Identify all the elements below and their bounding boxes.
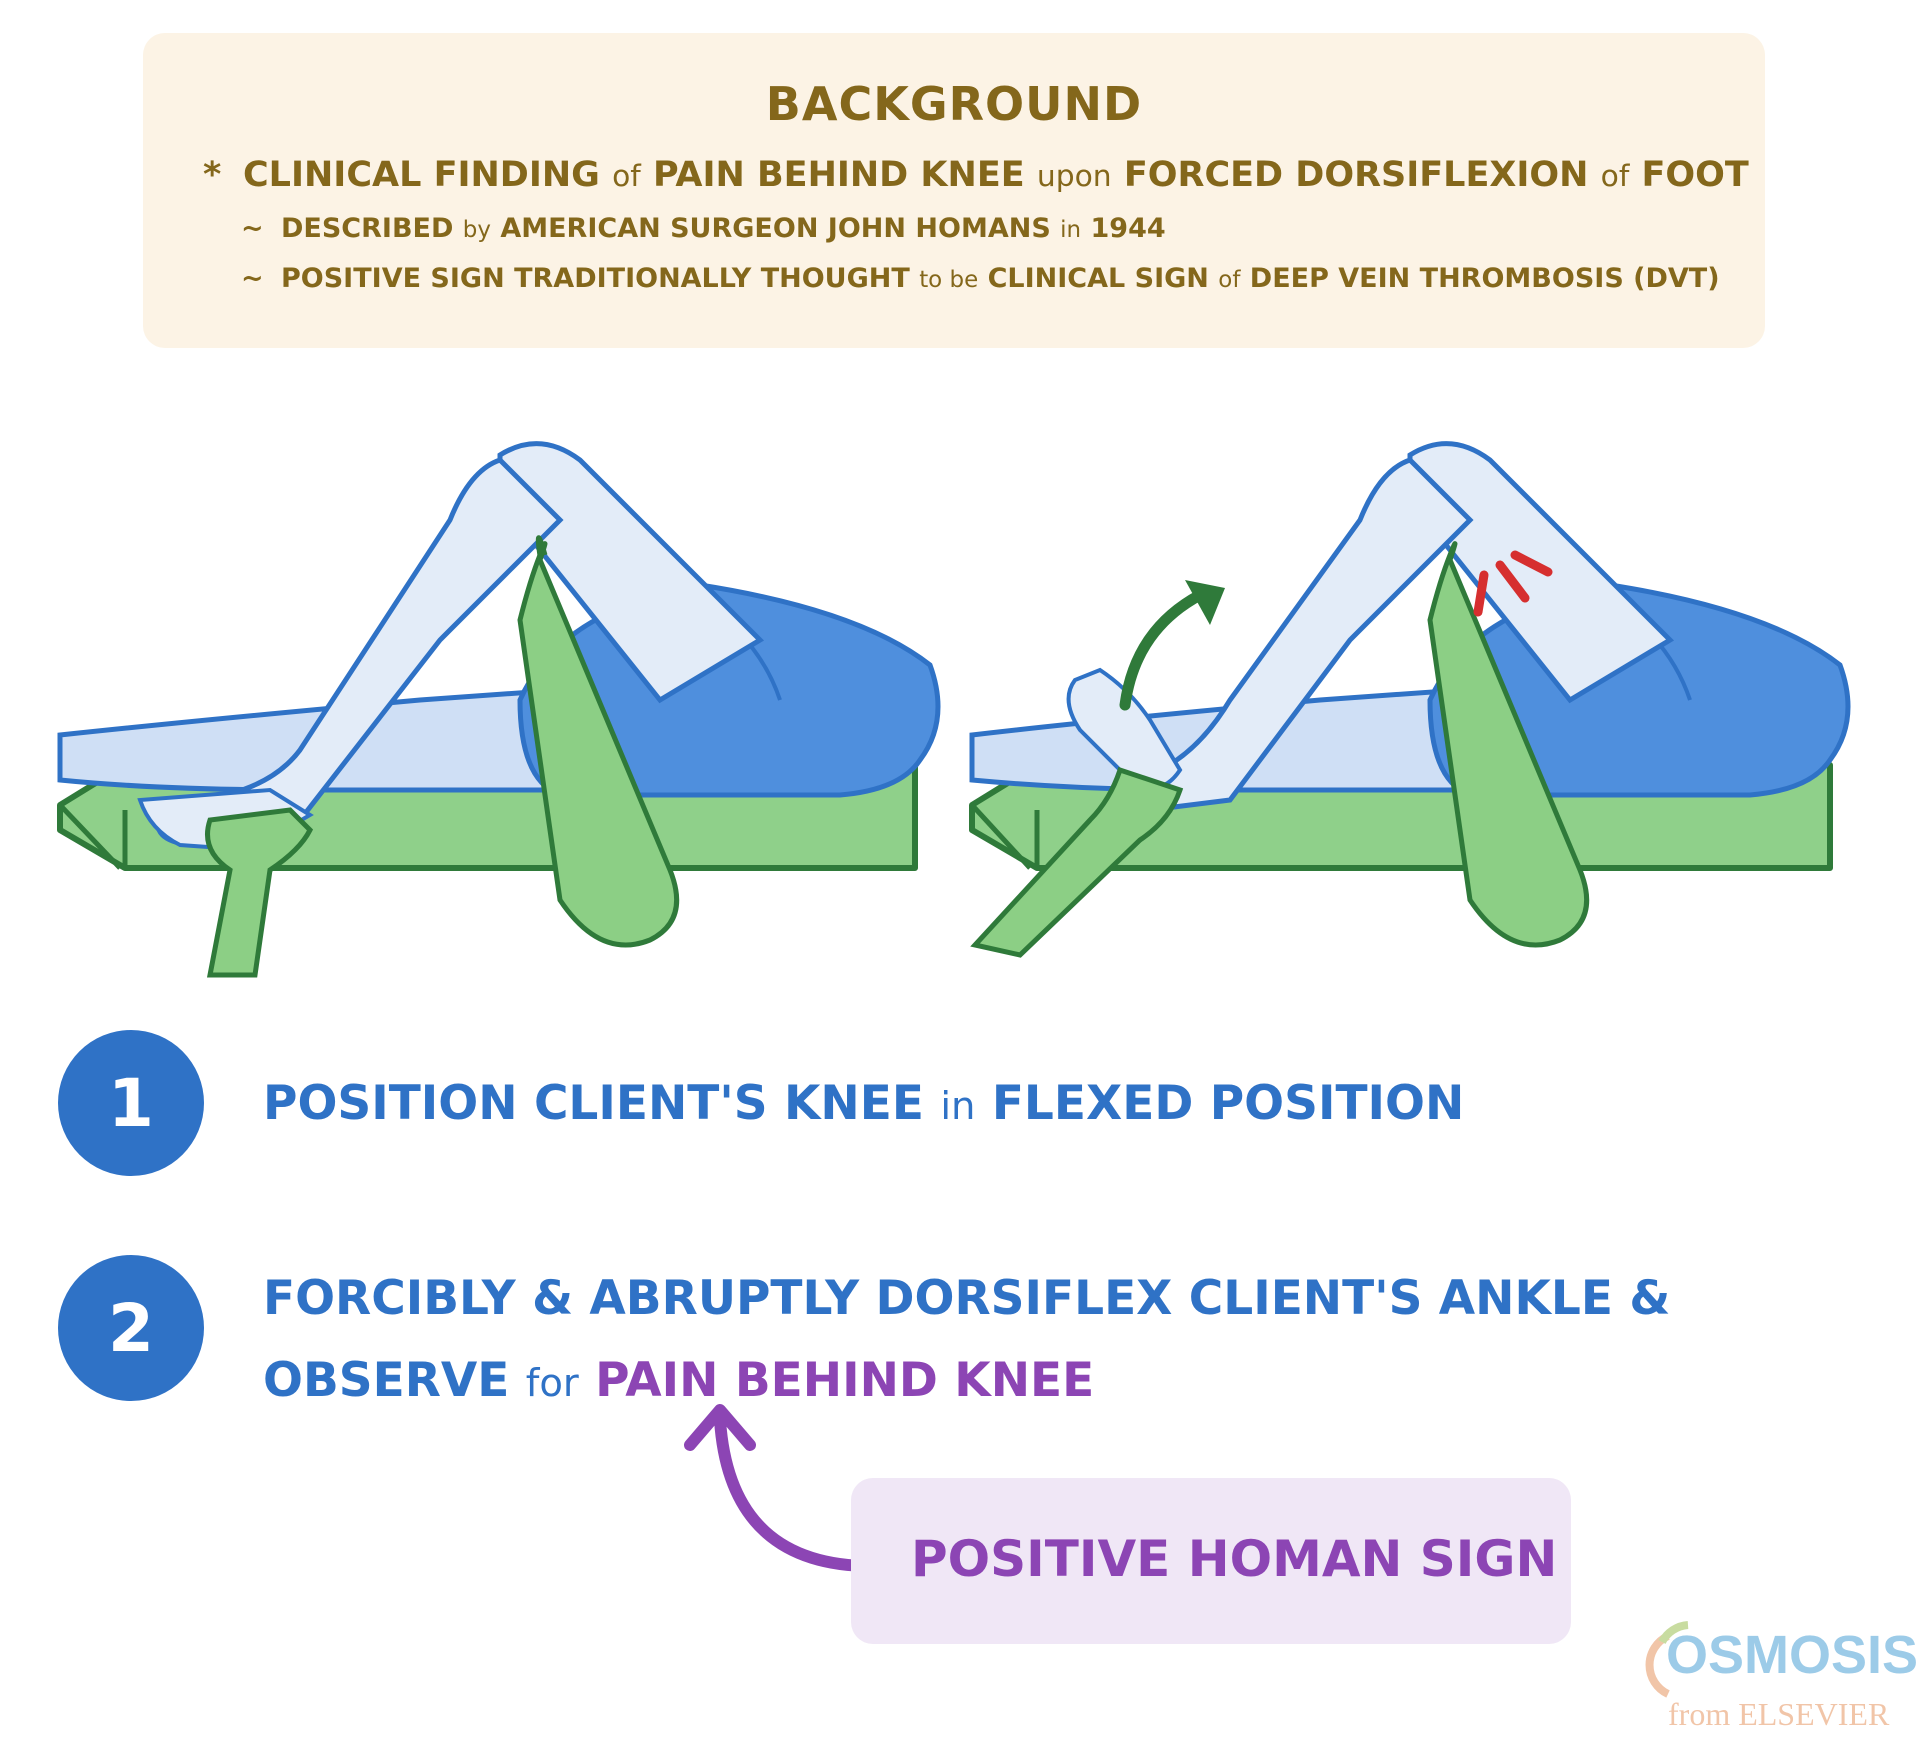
logo-name: OSMOSIS	[1666, 1625, 1919, 1685]
callout-arrow-icon	[714, 1414, 886, 1573]
background-subpoint-described: ~DESCRIBED by AMERICAN SURGEON JOHN HOMA…	[241, 213, 1166, 244]
step-2-text: FORCIBLY & ABRUPTLY DORSIFLEX CLIENT'S A…	[263, 1271, 1671, 1408]
dorsiflex-arrow-icon	[1119, 589, 1206, 711]
panel-1-knee-flexed	[57, 441, 941, 978]
background-box: BACKGROUND *CLINICAL FINDING of PAIN BEH…	[143, 33, 1765, 348]
step-1-badge: 1	[58, 1030, 204, 1176]
examiner-hand-foot	[205, 807, 314, 978]
step-2-badge: 2	[58, 1255, 204, 1401]
tilde-icon: ~	[241, 213, 264, 244]
examiner-hand-ankle	[970, 766, 1184, 958]
positive-sign-label: POSITIVE HOMAN SIGN	[911, 1530, 1558, 1588]
flexed-thigh	[497, 441, 765, 704]
logo-sub: from ELSEVIER	[1668, 1696, 1890, 1732]
bullet-asterisk-icon: *	[203, 155, 222, 195]
osmosis-logo: OSMOSIS from ELSEVIER	[1632, 1618, 1918, 1738]
background-subpoint-positive-sign: ~POSITIVE SIGN TRADITIONALLY THOUGHT to …	[241, 263, 1720, 294]
positive-sign-callout: POSITIVE HOMAN SIGN	[851, 1478, 1571, 1644]
pain-indicator-icon	[1473, 550, 1553, 617]
tilde-icon: ~	[241, 263, 264, 294]
examiner-arm-knee	[1427, 541, 1590, 948]
step-1-text: POSITION CLIENT'S KNEE in FLEXED POSITIO…	[263, 1076, 1465, 1131]
pain-behind-knee-highlight: PAIN BEHIND KNEE	[595, 1353, 1095, 1408]
background-title: BACKGROUND	[765, 77, 1143, 131]
panel-2-dorsiflexion	[969, 441, 1851, 958]
background-bullet: *CLINICAL FINDING of PAIN BEHIND KNEE up…	[203, 155, 1749, 195]
